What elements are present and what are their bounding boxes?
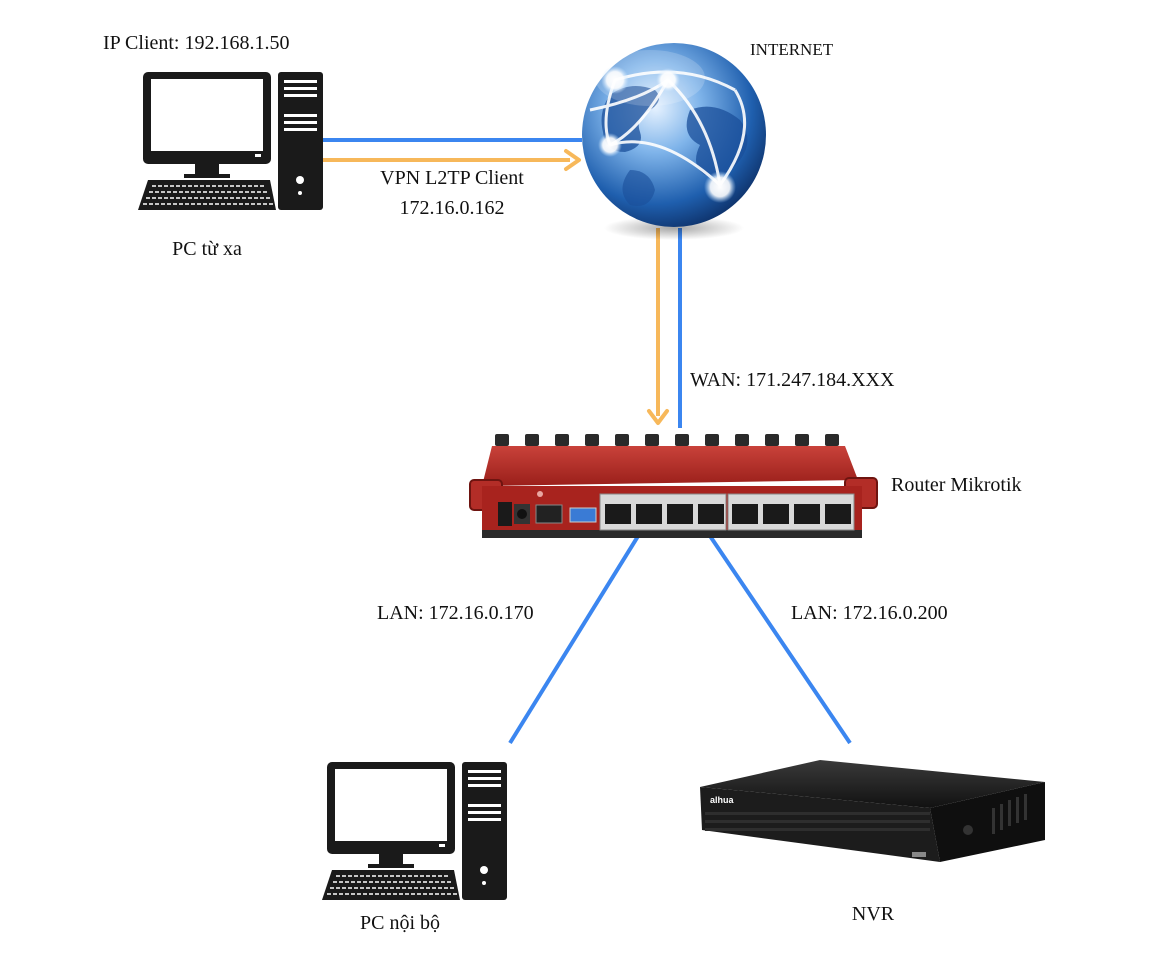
local-pc-label: PC nội bộ: [359, 912, 441, 934]
vpn-arrowhead-down: [647, 409, 669, 425]
links: [323, 138, 852, 745]
link-lan-local-pc: [508, 531, 642, 745]
router-icon: [469, 434, 878, 538]
nvr-icon: alhua: [700, 760, 1045, 862]
link-lan-nvr: [706, 531, 852, 745]
lan-pc-label: LAN: 172.16.0.170: [377, 602, 534, 624]
remote-pc-icon: [138, 72, 323, 210]
wan-label: WAN: 171.247.184.XXX: [690, 369, 895, 391]
router-label: Router Mikrotik: [891, 474, 1022, 496]
vpn-ip-label: 172.16.0.162: [399, 197, 505, 219]
internet-globe-icon: [582, 43, 766, 240]
nvr-brand-logo: alhua: [710, 795, 735, 805]
vpn-arrowhead-right: [564, 149, 581, 171]
vpn-client-label: VPN L2TP Client: [380, 167, 524, 189]
remote-pc-label: PC từ xa: [172, 238, 242, 260]
internet-label: INTERNET: [750, 40, 834, 59]
nvr-label: NVR: [851, 903, 895, 925]
remote-ip-label: IP Client: 192.168.1.50: [103, 32, 290, 54]
lan-nvr-label: LAN: 172.16.0.200: [791, 602, 948, 624]
local-pc-icon: [322, 762, 507, 900]
